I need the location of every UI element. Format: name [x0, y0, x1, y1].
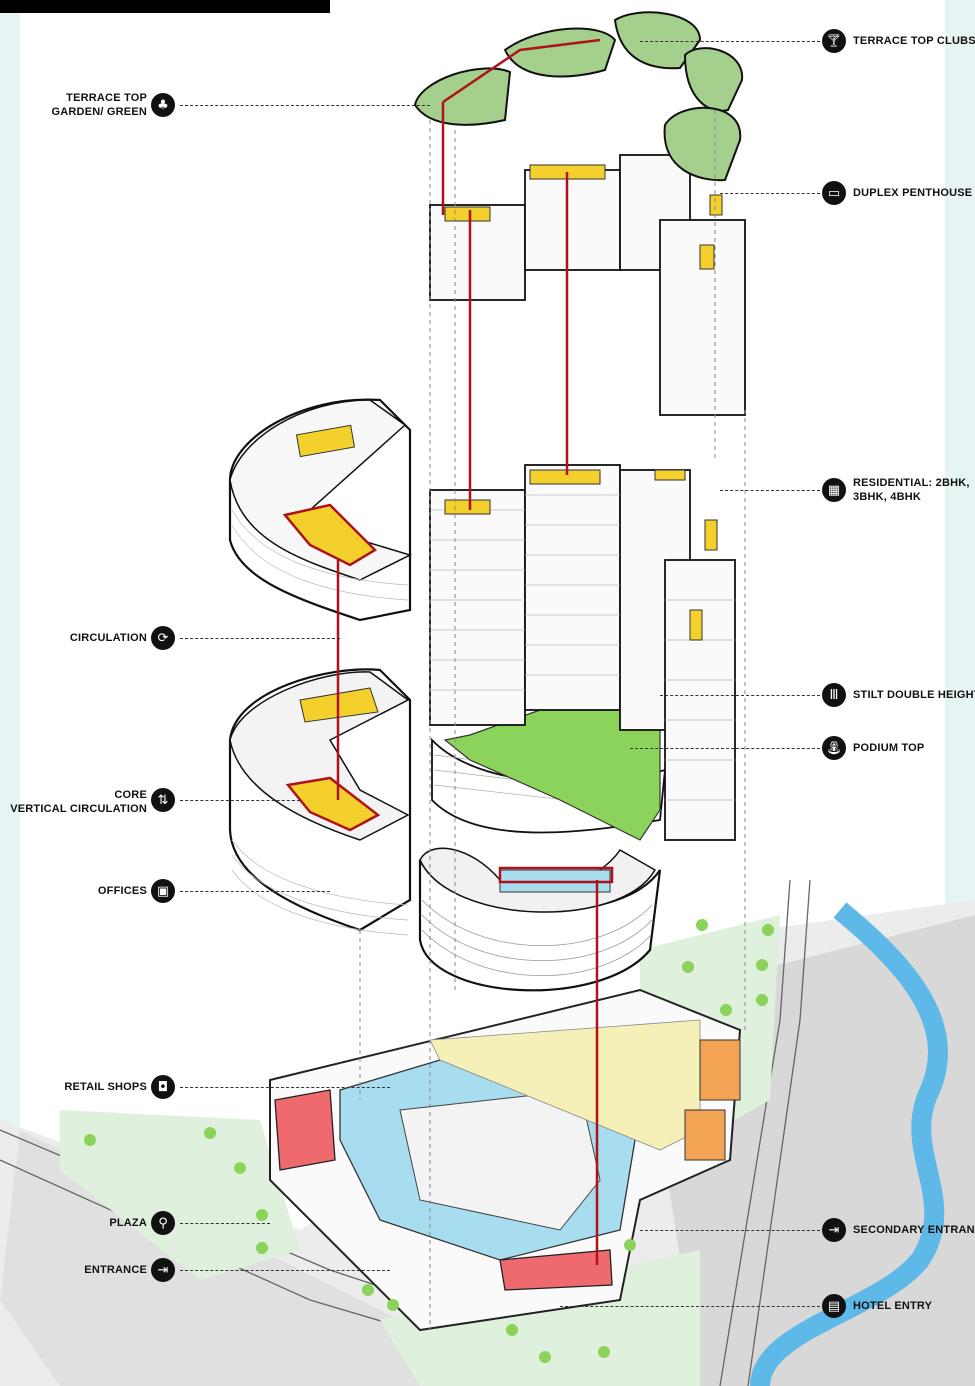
leader-core	[180, 800, 300, 801]
alignment-lines	[359, 110, 746, 1330]
podium-ring	[418, 847, 662, 992]
residential-cores	[444, 469, 718, 641]
tree-icon: ♣	[151, 93, 175, 117]
leader-podium	[630, 748, 820, 749]
fountain-icon: ⛲︎	[822, 736, 846, 760]
label-residential-line2: 3BHK, 4BHK	[853, 491, 922, 503]
briefcase-icon: ▣	[151, 879, 175, 903]
enter-arrow-icon: ⇥	[151, 1258, 175, 1282]
leader-terrace-garden	[180, 105, 430, 106]
residential-towers	[429, 464, 736, 841]
leader-terrace-clubs	[640, 41, 820, 42]
shopping-bag-icon: ◘	[151, 1075, 175, 1099]
circular-arrows-icon: ⟳	[151, 626, 175, 650]
trees	[84, 919, 774, 1363]
river	[750, 902, 948, 1386]
leader-hotel	[560, 1306, 820, 1307]
columns-icon: Ⅲ	[822, 683, 846, 707]
floor-plan-icon: ▦	[822, 478, 846, 502]
elevator-icon: ⇅	[151, 788, 175, 812]
leader-duplex	[720, 193, 820, 194]
sofa-icon: ▭	[822, 181, 846, 205]
label-offices: OFFICES	[97, 885, 147, 897]
hotel-sign-icon: ▤	[822, 1294, 846, 1318]
walking-person-icon: ⚲	[151, 1211, 175, 1235]
label-terrace-garden-line2: GARDEN/ GREEN	[51, 106, 147, 118]
label-podium-top: PODIUM TOP	[853, 742, 925, 754]
office-upper-block	[228, 398, 413, 622]
label-duplex-penthouse: DUPLEX PENTHOUSE	[853, 187, 973, 199]
leader-retail	[180, 1087, 390, 1088]
label-stilt-double-height: STILT DOUBLE HEIGHT	[853, 689, 975, 701]
label-terrace-garden-line1: TERRACE TOP	[66, 92, 147, 104]
podium-lawn	[443, 699, 661, 841]
label-residential-line1: RESIDENTIAL: 2BHK,	[853, 477, 970, 489]
background-strip-left	[0, 0, 20, 1130]
core-lines	[336, 38, 601, 1265]
label-core-line1: CORE	[114, 789, 147, 801]
office-lower-block	[228, 668, 412, 936]
label-hotel-entry: HOTEL ENTRY	[853, 1300, 933, 1312]
enter-arrow-icon: ⇥	[822, 1218, 846, 1242]
label-core-line2: VERTICAL CIRCULATION	[10, 803, 147, 815]
header-bar	[0, 0, 330, 13]
label-secondary-entrance: SECONDARY ENTRANC	[853, 1224, 975, 1236]
label-terrace-top-clubs: TERRACE TOP CLUBS	[853, 35, 975, 47]
leader-entrance	[180, 1270, 390, 1271]
ground-level-block	[269, 988, 742, 1332]
background-strip-right	[945, 0, 975, 940]
upper-towers	[429, 154, 746, 416]
cocktail-glass-icon: 🍸︎	[822, 29, 846, 53]
label-entrance: ENTRANCE	[84, 1264, 147, 1276]
label-retail-shops: RETAIL SHOPS	[64, 1081, 147, 1093]
leader-residential	[720, 490, 820, 491]
leader-plaza	[180, 1223, 270, 1224]
leader-secondary	[640, 1230, 820, 1231]
leader-stilt	[660, 695, 820, 696]
leader-offices	[180, 891, 330, 892]
label-plaza: PLAZA	[109, 1217, 147, 1229]
leader-circulation	[180, 638, 340, 639]
label-circulation: CIRCULATION	[69, 632, 147, 644]
green-roofs	[413, 11, 744, 182]
